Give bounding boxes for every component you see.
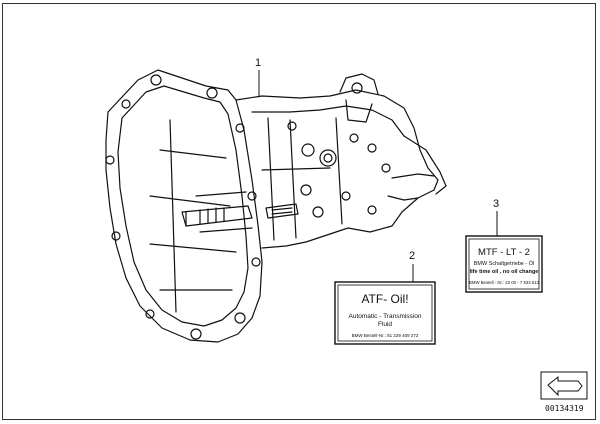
label-mtf-lt2: MTF - LT - 2 BMW Schaltgetriebe - Öl lif… <box>465 235 543 293</box>
label-atf-line2: Fluid <box>378 321 392 328</box>
label-mtf-frame <box>465 235 543 293</box>
label-mtf-part-no: BMW Bestell - Nr.: 23 00 - 7 533 513 <box>469 280 540 285</box>
transmission-drawing-icon <box>105 69 447 343</box>
label-mtf-line1: BMW Schaltgetriebe - Öl <box>474 260 535 267</box>
callout-number-3: 3 <box>493 198 499 210</box>
label-mtf-line2: life time oil , no oil change <box>470 269 539 275</box>
diagram-id: 00134319 <box>545 404 584 413</box>
nav-arrow-icon[interactable] <box>540 371 588 400</box>
label-atf-frame <box>334 281 436 345</box>
diagram-frame <box>2 3 596 420</box>
label-atf-inner-frame <box>337 284 433 342</box>
label-mtf-title: MTF - LT - 2 <box>478 247 530 258</box>
leader-lines <box>258 70 498 282</box>
label-atf-oil: ATF- Oil! Automatic - Transmission Fluid… <box>334 281 436 345</box>
callout-number-1: 1 <box>255 57 261 69</box>
label-mtf-inner-frame <box>468 238 540 290</box>
label-atf-part-no: BMW Bestell-Nr.: 81 229 409 272 <box>352 333 419 338</box>
label-atf-title: ATF- Oil! <box>361 292 408 306</box>
label-atf-line1: Automatic - Transmission <box>349 313 422 320</box>
callout-number-2: 2 <box>409 250 415 262</box>
